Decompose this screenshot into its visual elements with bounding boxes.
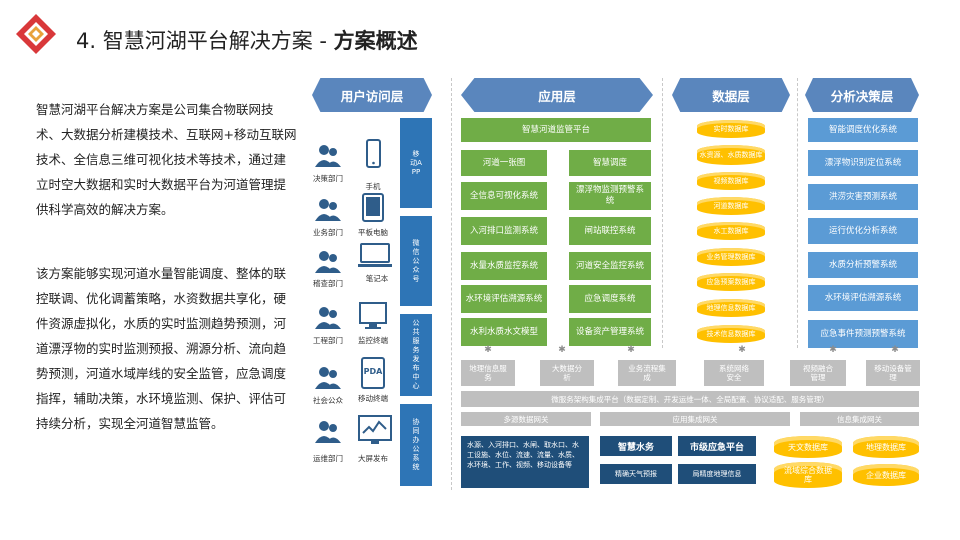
support-6: 移动设备管理 bbox=[866, 360, 920, 386]
bottom-db-2: 地理数据库 bbox=[853, 436, 919, 458]
data-db-2: 水资源、水质数据库 bbox=[697, 145, 765, 165]
support-4: 系统网络安全 bbox=[704, 360, 764, 386]
device-label: 手机 bbox=[365, 182, 381, 191]
people-icon bbox=[314, 143, 342, 169]
svg-text:PDA: PDA bbox=[364, 367, 384, 376]
analysis-6: 水环境评估溯源系统 bbox=[808, 285, 918, 311]
data-db-3: 视频数据库 bbox=[697, 172, 765, 190]
app-platform: 智慧河道监管平台 bbox=[461, 118, 651, 142]
tablet-icon bbox=[358, 193, 388, 223]
description-para-1: 智慧河湖平台解决方案是公司集合物联网技术、大数据分析建模技术、互联网+移动互联网… bbox=[36, 102, 297, 217]
separator-2 bbox=[662, 78, 663, 348]
data-db-7: 应急预案数据库 bbox=[697, 273, 765, 291]
connector-star: ✱ bbox=[627, 345, 635, 355]
user-dept: 社会公众 bbox=[313, 396, 343, 405]
user-layer-header: 用户访问层 bbox=[312, 78, 432, 112]
monitor-terminal-icon bbox=[358, 301, 388, 331]
people-icon bbox=[314, 419, 342, 445]
app-left-4: 水量水质监控系统 bbox=[461, 252, 547, 280]
page-title: 4. 智慧河湖平台解决方案 - 方案概述 bbox=[76, 28, 418, 54]
service-emergency: 市级应急平台 bbox=[678, 436, 756, 456]
analysis-1: 智能调度优化系统 bbox=[808, 118, 918, 142]
data-db-1: 实时数据库 bbox=[697, 120, 765, 138]
data-layer-header: 数据层 bbox=[672, 78, 790, 112]
app-left-5: 水环境评估溯源系统 bbox=[461, 285, 547, 313]
support-3: 业务流程集成 bbox=[618, 360, 676, 386]
title-prefix: 4. 智慧河湖平台解决方案 - bbox=[76, 29, 334, 53]
people-icon bbox=[314, 249, 342, 275]
data-sources: 水源、入河排口、水闸、取水口、水工设施、水位、流速、流量、水质、水环境、工作、视… bbox=[461, 436, 589, 488]
support-1: 地理信息服务 bbox=[461, 360, 515, 386]
gateway-2: 应用集成网关 bbox=[600, 412, 790, 426]
gateway-1: 多源数据网关 bbox=[461, 412, 591, 426]
people-icon bbox=[314, 365, 342, 391]
app-left-6: 水利水质水文模型 bbox=[461, 318, 547, 346]
device-label: 大屏发布 bbox=[358, 454, 388, 463]
app-left-1: 河道一张图 bbox=[461, 150, 547, 176]
channel-wechat: 微信公众号 bbox=[400, 216, 432, 306]
user-dept: 决策部门 bbox=[313, 174, 343, 183]
app-right-4: 河道安全监控系统 bbox=[569, 252, 651, 280]
channel-public-service: 公共服务发布中心 bbox=[400, 314, 432, 396]
user-dept: 业务部门 bbox=[313, 228, 343, 237]
connector-star: ✱ bbox=[484, 345, 492, 355]
separator-3 bbox=[797, 78, 798, 348]
bottom-db-1: 天文数据库 bbox=[774, 436, 842, 458]
support-5: 视频融合管理 bbox=[790, 360, 846, 386]
analysis-4: 运行优化分析系统 bbox=[808, 218, 918, 244]
data-db-8: 地理信息数据库 bbox=[697, 299, 765, 317]
analysis-5: 水质分析预警系统 bbox=[808, 252, 918, 278]
user-dept: 稽查部门 bbox=[313, 279, 343, 288]
bottom-db-4: 企业数据库 bbox=[853, 464, 919, 486]
app-layer-header: 应用层 bbox=[461, 78, 653, 112]
data-db-4: 河道数据库 bbox=[697, 197, 765, 215]
bottom-db-3: 流域综合数据库 bbox=[774, 462, 842, 488]
data-db-9: 技术信息数据库 bbox=[697, 325, 765, 343]
connector-star: ✱ bbox=[558, 345, 566, 355]
channel-office: 协同办公系统 bbox=[400, 404, 432, 486]
connector-star: ✱ bbox=[891, 345, 899, 355]
app-left-2: 全信息可视化系统 bbox=[461, 182, 547, 210]
phone-icon bbox=[358, 139, 388, 169]
title-bold: 方案概述 bbox=[333, 29, 418, 53]
app-right-2: 漂浮物监测预警系统 bbox=[569, 182, 651, 210]
app-right-1: 智慧调度 bbox=[569, 150, 651, 176]
connector-star: ✱ bbox=[738, 345, 746, 355]
company-logo bbox=[14, 12, 58, 56]
analysis-7: 应急事件预测预警系统 bbox=[808, 320, 918, 348]
people-icon bbox=[314, 197, 342, 223]
big-screen-icon bbox=[358, 415, 392, 445]
support-2: 大数据分析 bbox=[540, 360, 594, 386]
device-label: 移动终端 bbox=[358, 394, 388, 403]
people-icon bbox=[314, 305, 342, 331]
app-right-6: 设备资产管理系统 bbox=[569, 318, 651, 346]
app-right-5: 应急调度系统 bbox=[569, 285, 651, 313]
analysis-3: 洪涝灾害预测系统 bbox=[808, 184, 918, 210]
separator-1 bbox=[451, 78, 452, 490]
data-db-6: 业务管理数据库 bbox=[697, 248, 765, 266]
service-water: 智慧水务 bbox=[600, 436, 672, 456]
pda-icon: PDA bbox=[358, 357, 388, 389]
channel-mobile-app: 移动APP bbox=[400, 118, 432, 208]
laptop-icon bbox=[358, 241, 392, 271]
device-label: 笔记本 bbox=[365, 274, 389, 283]
device-label: 平板电脑 bbox=[358, 228, 388, 237]
user-access-column: 决策部门 手机 业务部门 平板电脑 稽查部门 笔记本 工程部门 监控终端 社会公… bbox=[306, 135, 396, 475]
integration-bus: 微服务架构集成平台（数据定制、开发运维一体、全局配置、协议适配、服务管理） bbox=[461, 391, 919, 407]
service-water-sub: 精确天气预报 bbox=[600, 464, 672, 484]
service-emergency-sub: 局精度地理信息 bbox=[678, 464, 756, 484]
connector-star: ✱ bbox=[829, 345, 837, 355]
user-dept: 工程部门 bbox=[313, 336, 343, 345]
analysis-2: 漂浮物识别定位系统 bbox=[808, 150, 918, 176]
user-dept: 运维部门 bbox=[313, 454, 343, 463]
app-left-3: 入河排口监测系统 bbox=[461, 217, 547, 245]
app-right-3: 闸站联控系统 bbox=[569, 217, 651, 245]
description-para-2: 该方案能够实现河道水量智能调度、整体的联控联调、优化调蓄策略，水资数据共享化，硬… bbox=[36, 266, 287, 431]
device-label: 监控终端 bbox=[358, 336, 388, 345]
gateway-3: 信息集成网关 bbox=[800, 412, 919, 426]
analysis-layer-header: 分析决策层 bbox=[805, 78, 919, 112]
data-db-5: 水工数据库 bbox=[697, 222, 765, 240]
